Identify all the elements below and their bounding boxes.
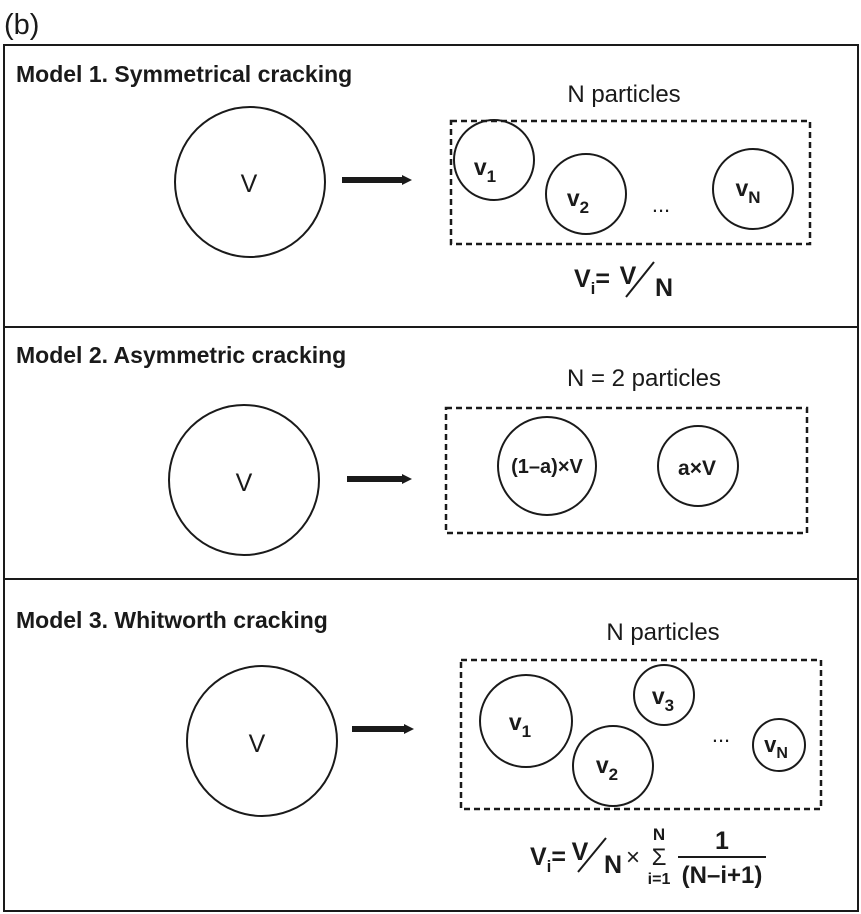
sum-sigma-icon: Σ (652, 844, 667, 871)
particle-group-box (444, 406, 809, 535)
particle-circle (545, 153, 627, 235)
formula-numerator: V (572, 838, 589, 866)
parent-particle-circle (174, 106, 326, 258)
panel-model-1: Model 1. Symmetrical cracking V N partic… (16, 61, 812, 302)
particle-circle (712, 148, 794, 230)
particle-label: v2 (567, 185, 589, 217)
formula-symmetric: Vi= V N (574, 261, 673, 302)
particle-label: v1 (474, 154, 496, 186)
particle-circle (453, 119, 535, 201)
particle-circle (633, 664, 695, 726)
group-label: N = 2 particles (567, 365, 721, 392)
fraction-slash (625, 261, 655, 298)
particle-label: v1 (509, 709, 531, 741)
times-sign: × (626, 844, 640, 871)
formula-numerator: V (620, 262, 637, 290)
particle-circle (572, 725, 654, 807)
panel-model-2: Model 2. Asymmetric cracking V N = 2 par… (16, 342, 809, 556)
formula-denominator: N (604, 851, 622, 879)
fraction-denominator: (N–i+1) (682, 862, 763, 889)
particle-circle (479, 674, 573, 768)
particle-group-box (449, 119, 812, 246)
fraction-numerator: 1 (715, 827, 729, 855)
group-label: N particles (567, 81, 680, 108)
panel-model-3: Model 3. Whitworth cracking V N particle… (16, 607, 823, 889)
parent-particle-circle (186, 665, 338, 817)
ellipsis: ... (652, 192, 670, 217)
panel-title: Model 1. Symmetrical cracking (16, 61, 352, 87)
sum-upper-limit: N (653, 825, 665, 844)
panel-title: Model 3. Whitworth cracking (16, 607, 328, 633)
parent-particle-label: V (241, 170, 258, 198)
fraction-slash (577, 837, 607, 873)
svg-text:Vi=: Vi= (530, 843, 566, 876)
particle-label: v3 (652, 683, 674, 715)
group-label: N particles (606, 619, 719, 646)
particle-group-box (459, 658, 823, 811)
formula-whitworth: Vi= V N × N Σ i=1 1 (N–i+1) (530, 825, 766, 889)
svg-text:Vi=: Vi= (574, 265, 610, 298)
particle-label: vN (735, 175, 760, 207)
panel-title: Model 2. Asymmetric cracking (16, 342, 346, 368)
outer-frame (3, 44, 859, 912)
particle-label: a×V (678, 457, 716, 480)
particle-label: v2 (596, 752, 618, 784)
particle-label: (1–a)×V (511, 456, 583, 478)
particle-circle (497, 416, 597, 516)
parent-particle-label: V (249, 730, 266, 758)
particle-label: vN (764, 732, 788, 762)
parent-particle-label: V (236, 469, 253, 497)
figure-label: (b) (4, 9, 39, 41)
parent-particle-circle (168, 404, 320, 556)
formula-denominator: N (655, 274, 673, 302)
particle-circle (657, 425, 739, 507)
ellipsis: ... (712, 722, 730, 747)
sum-lower-limit: i=1 (648, 871, 671, 888)
particle-circle (752, 718, 806, 772)
